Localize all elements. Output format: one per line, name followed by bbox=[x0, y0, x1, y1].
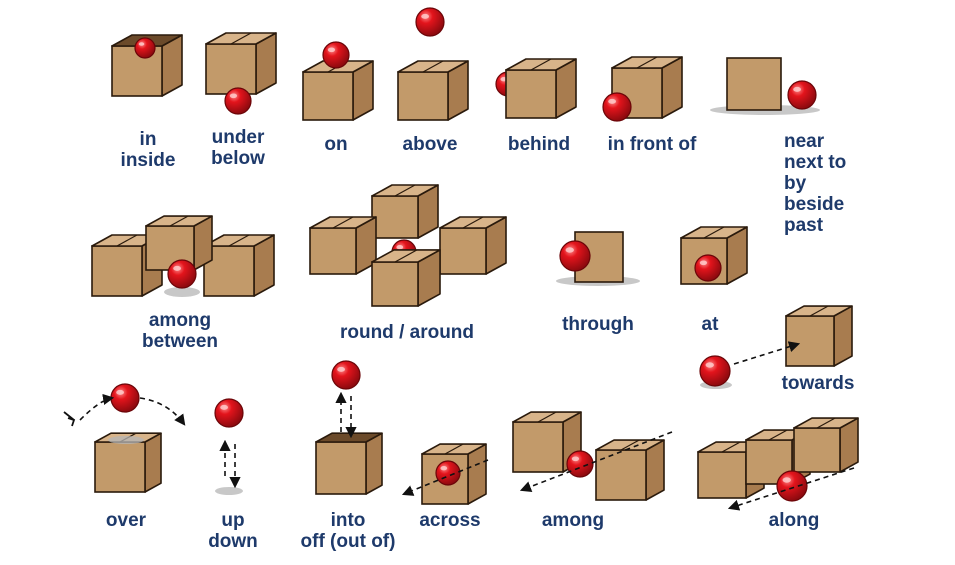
label-across: across bbox=[419, 510, 481, 531]
box-front bbox=[512, 421, 564, 473]
box-front bbox=[309, 227, 357, 275]
box-front bbox=[302, 71, 354, 121]
ball-highlight bbox=[173, 265, 182, 271]
label-behind: behind bbox=[507, 134, 571, 155]
red-ball bbox=[134, 37, 156, 59]
box-front bbox=[439, 227, 487, 275]
red-ball bbox=[224, 87, 252, 115]
box-tape bbox=[169, 215, 189, 227]
box-tape bbox=[462, 216, 484, 229]
box-front bbox=[205, 43, 257, 95]
red-ball bbox=[602, 92, 632, 122]
along-arrow bbox=[727, 467, 855, 511]
box-tape bbox=[703, 226, 725, 239]
box-tape bbox=[394, 249, 418, 263]
ball-highlight bbox=[705, 362, 714, 368]
box-front bbox=[371, 195, 419, 239]
arrow-fletching-icon bbox=[63, 411, 76, 427]
label-among-2: among bbox=[541, 510, 605, 531]
towards-arrow bbox=[733, 341, 801, 365]
box-tape bbox=[816, 417, 836, 429]
red-ball bbox=[110, 383, 140, 413]
box-tape bbox=[636, 56, 658, 69]
over-arrow-out bbox=[139, 397, 186, 426]
ball-highlight bbox=[571, 456, 580, 462]
ball-highlight bbox=[565, 247, 574, 253]
ball-highlight bbox=[220, 404, 229, 410]
box-front bbox=[697, 451, 747, 499]
box-tape bbox=[394, 184, 416, 197]
box-tape bbox=[444, 443, 464, 455]
label-in-front-of: in front of bbox=[607, 134, 697, 155]
red-ball bbox=[559, 240, 591, 272]
red-ball bbox=[566, 450, 594, 478]
box-front bbox=[505, 69, 557, 119]
box-tape bbox=[809, 305, 829, 317]
red-ball bbox=[435, 460, 461, 486]
ball-highlight bbox=[608, 98, 617, 104]
ball-highlight bbox=[440, 466, 448, 471]
label-round-around: round / around bbox=[339, 322, 475, 343]
box-tape bbox=[332, 216, 354, 229]
shadow bbox=[108, 436, 144, 444]
across-arrow bbox=[401, 459, 489, 496]
ball-highlight bbox=[229, 93, 238, 99]
red-ball bbox=[415, 7, 445, 37]
box-tape bbox=[116, 234, 138, 247]
ball-highlight bbox=[793, 86, 802, 92]
ball-highlight bbox=[116, 389, 125, 395]
red-ball bbox=[776, 470, 808, 502]
red-ball bbox=[331, 360, 361, 390]
box-front bbox=[397, 71, 449, 121]
box-front bbox=[315, 441, 367, 495]
ball-highlight bbox=[421, 13, 430, 19]
red-ball bbox=[214, 398, 244, 428]
ball-highlight bbox=[337, 366, 346, 372]
label-through: through bbox=[562, 314, 634, 335]
red-ball bbox=[322, 41, 350, 69]
box-side bbox=[144, 432, 162, 493]
box-front bbox=[726, 57, 782, 111]
label-at: at bbox=[701, 314, 719, 335]
ball-highlight bbox=[327, 47, 336, 53]
red-ball bbox=[694, 254, 722, 282]
box-front bbox=[91, 245, 143, 297]
box-tape bbox=[768, 429, 788, 441]
ball-highlight bbox=[699, 260, 708, 266]
over-arrow-in bbox=[79, 393, 115, 421]
box-front bbox=[371, 261, 419, 307]
box-side bbox=[365, 432, 383, 495]
red-ball bbox=[787, 80, 817, 110]
box-front bbox=[785, 315, 835, 367]
label-above: above bbox=[402, 134, 458, 155]
red-ball bbox=[699, 355, 731, 387]
box-front bbox=[793, 427, 841, 473]
box-tape bbox=[721, 441, 741, 453]
box-tape bbox=[620, 439, 640, 451]
ball-highlight bbox=[138, 42, 145, 46]
box-tape bbox=[422, 60, 444, 73]
shadow bbox=[164, 287, 200, 297]
box-front bbox=[94, 441, 146, 493]
label-towards: towards bbox=[781, 373, 855, 394]
box-tape bbox=[530, 58, 552, 71]
red-ball bbox=[167, 259, 197, 289]
shadow bbox=[215, 487, 243, 495]
box-tape bbox=[230, 32, 252, 45]
label-on: on bbox=[324, 134, 348, 155]
ball-highlight bbox=[396, 245, 404, 250]
box-tape bbox=[537, 411, 557, 423]
label-over: over bbox=[105, 510, 147, 531]
ball-highlight bbox=[782, 477, 791, 483]
box-tape bbox=[228, 234, 250, 247]
box-front bbox=[595, 449, 647, 501]
label-along: along bbox=[768, 510, 820, 531]
